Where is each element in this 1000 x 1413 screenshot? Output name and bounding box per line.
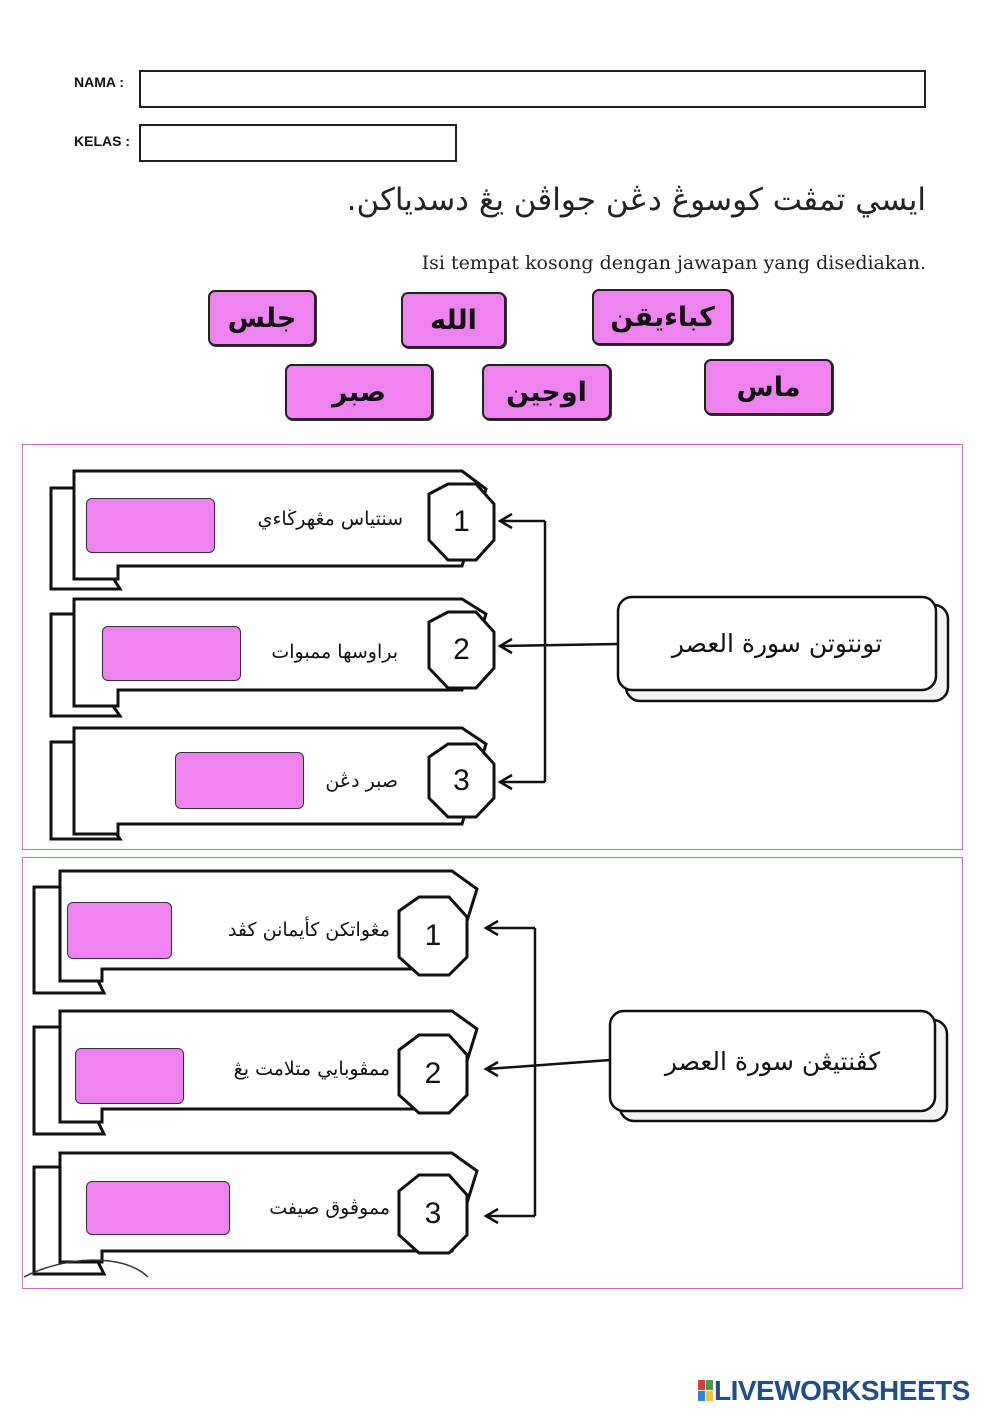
answer-slot[interactable]: [86, 498, 215, 553]
answer-slot[interactable]: [86, 1181, 230, 1235]
answer-slot[interactable]: [175, 752, 304, 809]
clue-text: سنتياس مڠهرڬاءي: [257, 508, 403, 530]
topic-box: [608, 1009, 937, 1113]
number-badge: [427, 742, 496, 819]
instruction-jawi: ايسي تمڤت كوسوڠ دڠن جواڤن يڠ دسدياكن.: [346, 182, 926, 218]
watermark-text: LIVEWORKSHEETS: [714, 1375, 970, 1406]
item-number: 2: [453, 633, 470, 666]
word-card[interactable]: اوجين: [482, 364, 611, 420]
item-number: 1: [424, 919, 442, 952]
liveworksheets-logo-icon: [698, 1380, 713, 1402]
page-scribble: [23, 1259, 149, 1278]
instruction-rumi: Isi tempat kosong dengan jawapan yang di…: [421, 252, 926, 274]
number-badge: [397, 895, 469, 977]
answer-slot[interactable]: [75, 1048, 184, 1104]
item-number: 3: [424, 1197, 442, 1230]
number-badge: [427, 482, 496, 562]
topic-title: كڤنتيڠن سورة العصر: [664, 1046, 881, 1076]
number-badge: [427, 610, 496, 690]
section-2-diagram: [23, 869, 949, 1278]
item-number: 1: [453, 505, 470, 538]
clue-text: مموڤوق صيفت: [269, 1197, 390, 1219]
word-card[interactable]: صبر: [285, 364, 433, 420]
word-card[interactable]: الله: [401, 292, 506, 348]
clue-text: براوسها ممبوات: [271, 641, 398, 663]
nama-label: NAMA :: [74, 74, 125, 90]
answer-slot[interactable]: [67, 902, 172, 959]
clue-text: ممڤوبايي متلامت يڠ: [233, 1058, 390, 1080]
word-card[interactable]: كباءيقن: [592, 289, 733, 345]
topic-title: تونتوتن سورة العصر: [671, 629, 883, 658]
topic-box: [616, 595, 938, 692]
answer-slot[interactable]: [102, 626, 241, 681]
word-card[interactable]: ماس: [704, 359, 833, 415]
clue-text: مڠواتكن كأيمانن كڤد: [227, 919, 390, 941]
item-number: 2: [424, 1057, 442, 1090]
word-card[interactable]: جلس: [208, 290, 316, 346]
kelas-label: KELAS :: [74, 133, 130, 149]
kelas-input[interactable]: [139, 124, 457, 162]
number-badge: [397, 1173, 469, 1255]
clue-text: صبر دڠن: [325, 770, 398, 792]
nama-input[interactable]: [139, 70, 926, 108]
number-badge: [397, 1033, 469, 1115]
item-number: 3: [453, 763, 470, 797]
